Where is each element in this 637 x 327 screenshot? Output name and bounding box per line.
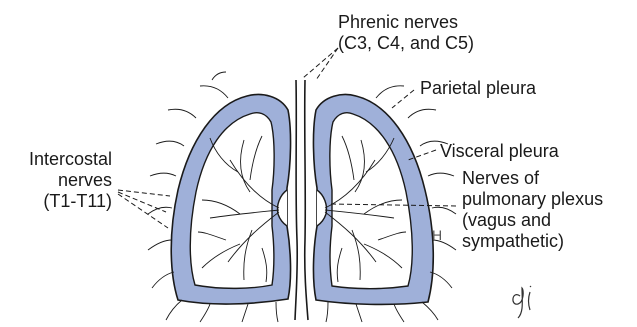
visceral-pleura-label: Visceral pleura <box>440 141 559 162</box>
intercostal-leader-3 <box>118 194 168 228</box>
artist-signature <box>513 286 531 318</box>
phrenic-leader <box>303 48 338 78</box>
left-lung <box>148 72 291 322</box>
parietal-pleura-label: Parietal pleura <box>420 78 536 99</box>
intercostal-nerves-label: Intercostal nerves (T1-T11) <box>0 149 112 212</box>
phrenic-nerve-trunks <box>295 80 308 320</box>
margin-mark: H <box>432 227 442 243</box>
phrenic-nerves-label: Phrenic nerves (C3, C4, and C5) <box>338 12 474 54</box>
parietal-leader <box>392 90 414 108</box>
pulmonary-plexus-label: Nerves of pulmonary plexus (vagus and sy… <box>462 168 603 252</box>
